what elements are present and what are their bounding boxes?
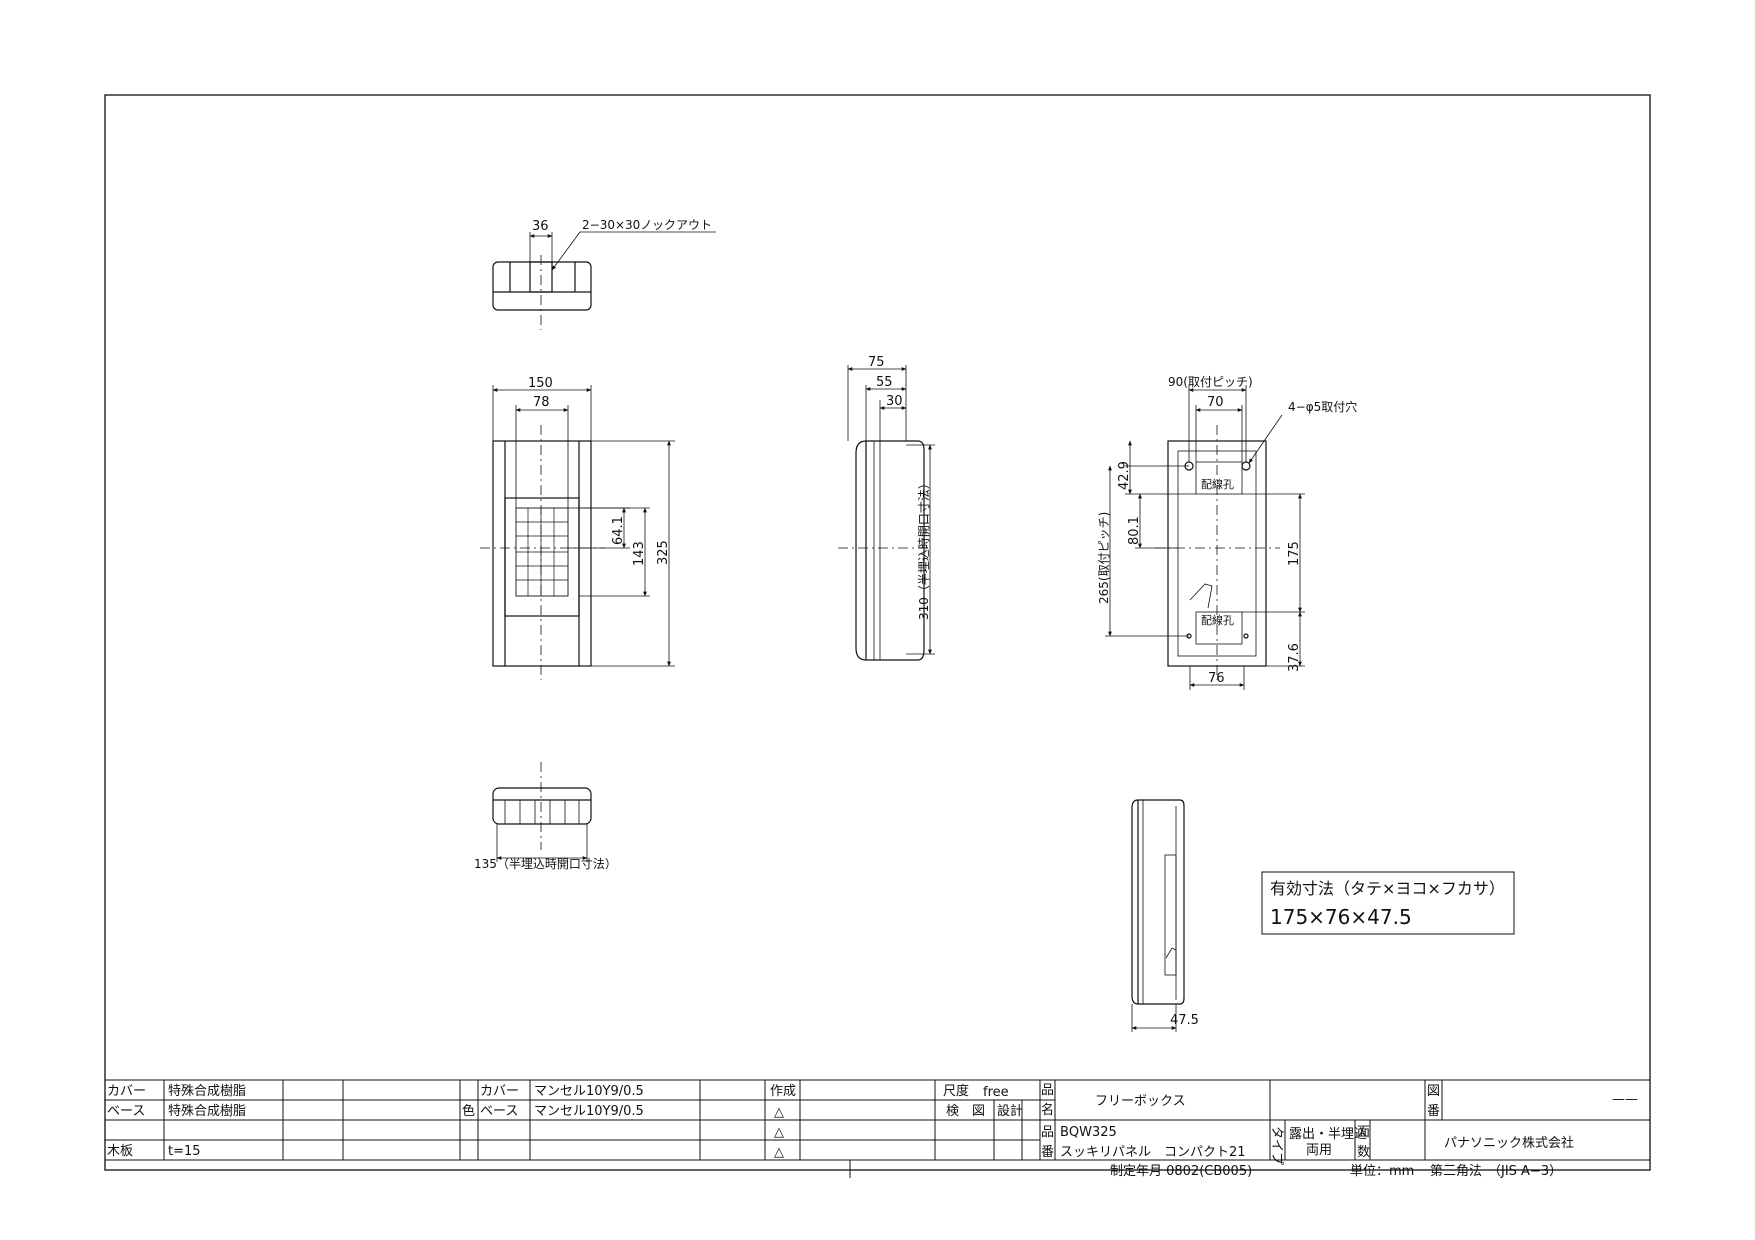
product-no-label-1: 品 xyxy=(1041,1125,1054,1140)
revision-triangle-3: △ xyxy=(774,1145,784,1160)
back-dim-37-6: 37.6 xyxy=(1287,643,1302,672)
back-view xyxy=(1105,385,1305,690)
bottom-dim-135: 135（半埋込時開口寸法） xyxy=(474,857,617,871)
back-dim-42-9: 42.9 xyxy=(1117,461,1132,490)
unit-note: 単位：mm xyxy=(1350,1163,1414,1179)
top-view xyxy=(492,231,716,330)
front-view xyxy=(480,385,675,680)
section-view xyxy=(1131,799,1185,1032)
back-dim-175: 175 xyxy=(1287,541,1302,566)
section-dim-47-5: 47.5 xyxy=(1170,1013,1199,1028)
color-cover-value: マンセル10Y9/0.5 xyxy=(534,1084,644,1099)
wiring-hole-bottom-label: 配線孔 xyxy=(1201,613,1234,627)
drawing-no-value: —— xyxy=(1612,1092,1638,1107)
type-value-2: 両用 xyxy=(1306,1143,1332,1158)
front-dim-325: 325 xyxy=(656,540,671,565)
scale-label: 尺度 xyxy=(943,1083,969,1099)
scale-value: free xyxy=(983,1085,1009,1100)
top-dim-36: 36 xyxy=(532,219,549,234)
drawing-frame xyxy=(104,94,1651,1171)
front-dim-64-1: 64.1 xyxy=(611,516,626,545)
wiring-hole-top-label: 配線孔 xyxy=(1201,477,1234,491)
side-view xyxy=(838,365,935,661)
company-name: パナソニック株式会社 xyxy=(1444,1135,1574,1151)
back-dim-70: 70 xyxy=(1207,395,1224,410)
standard-note: （JIS A−3） xyxy=(1488,1164,1562,1179)
front-dim-143: 143 xyxy=(632,541,647,566)
product-no-label-2: 番 xyxy=(1041,1145,1054,1160)
color-base-label: ベース xyxy=(480,1104,518,1119)
effective-size-box xyxy=(1261,871,1515,935)
design-label: 設計 xyxy=(997,1103,1023,1119)
projection-note: 第三角法 xyxy=(1430,1164,1482,1179)
front-dim-78: 78 xyxy=(533,395,550,410)
revision-triangle-1: △ xyxy=(774,1105,784,1120)
front-dim-150: 150 xyxy=(528,376,553,391)
made-label: 作成 xyxy=(770,1084,796,1099)
base-material: 特殊合成樹脂 xyxy=(168,1104,246,1119)
board-value: t=15 xyxy=(168,1144,201,1159)
cover-label: カバー xyxy=(107,1084,146,1099)
back-dim-76: 76 xyxy=(1208,671,1225,686)
color-base-value: マンセル10Y9/0.5 xyxy=(534,1104,644,1119)
product-series: スッキリパネル コンパクト21 xyxy=(1060,1145,1246,1160)
mounting-hole-note: 4−φ5取付穴 xyxy=(1288,399,1357,414)
product-name-label-2: 名 xyxy=(1041,1102,1054,1118)
sheet-label-1: 面 xyxy=(1357,1125,1370,1140)
drawing-no-label-1: 図 xyxy=(1427,1084,1440,1099)
drawing-no-label-2: 番 xyxy=(1427,1104,1440,1119)
knockout-note: 2−30×30ノックアウト xyxy=(582,218,712,232)
revision-triangle-2: △ xyxy=(774,1125,784,1140)
product-number: BQW325 xyxy=(1060,1125,1117,1140)
effective-size-label: 有効寸法（タテ×ヨコ×フカサ） xyxy=(1270,879,1505,898)
revision-date: 制定年月 0802(CB005) xyxy=(1110,1164,1252,1179)
base-label: ベース xyxy=(107,1104,145,1119)
type-label: タイプ xyxy=(1269,1126,1284,1165)
side-dim-75: 75 xyxy=(868,355,885,370)
product-name-label-1: 品 xyxy=(1041,1083,1054,1098)
product-name: フリーボックス xyxy=(1095,1094,1186,1109)
bottom-view xyxy=(492,762,592,862)
color-cover-label: カバー xyxy=(480,1084,519,1099)
type-value-1: 露出・半埋込 xyxy=(1289,1127,1367,1142)
side-dim-30: 30 xyxy=(886,394,903,409)
check-label: 検 図 xyxy=(946,1104,985,1119)
side-dim-55: 55 xyxy=(876,375,893,390)
board-label: 木板 xyxy=(107,1144,133,1159)
back-dim-80-1: 80.1 xyxy=(1127,516,1142,545)
title-block: カバー 特殊合成樹脂 ベース 特殊合成樹脂 木板 t=15 色 カバー マンセル… xyxy=(104,1079,1651,1179)
back-pitch-90: 90(取付ピッチ) xyxy=(1168,375,1253,389)
effective-size-value: 175×76×47.5 xyxy=(1270,905,1412,929)
cover-material: 特殊合成樹脂 xyxy=(168,1084,246,1099)
sheet-label-2: 数 xyxy=(1357,1145,1370,1160)
side-dim-310: 310（半埋込時開口寸法） xyxy=(917,477,931,620)
back-pitch-265: 265(取付ピッチ) xyxy=(1097,512,1111,604)
color-label: 色 xyxy=(462,1103,475,1119)
